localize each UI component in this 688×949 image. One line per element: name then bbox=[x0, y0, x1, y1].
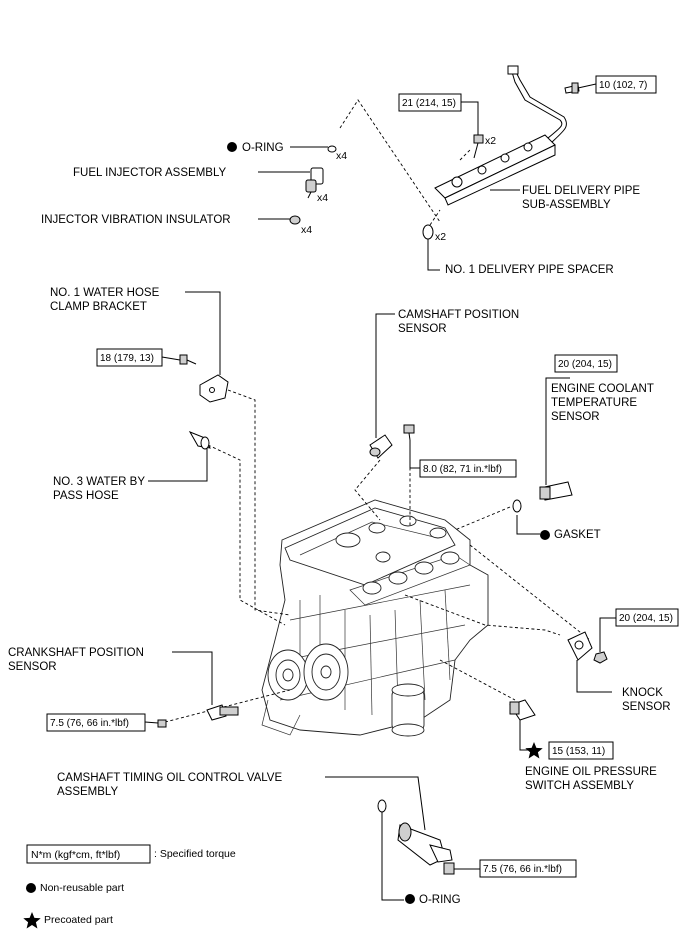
label-fuel-injector: FUEL INJECTOR ASSEMBLY bbox=[73, 167, 226, 179]
torque-7-5-crank: 7.5 (76, 66 in.*lbf) bbox=[50, 718, 129, 729]
torque-21: 21 (214, 15) bbox=[402, 98, 456, 109]
legend-precoated-mark bbox=[23, 912, 41, 929]
torque-10: 10 (102, 7) bbox=[599, 80, 647, 91]
crankshaft-sensor-bolt bbox=[157, 719, 167, 728]
pipe-bolt bbox=[564, 82, 580, 94]
knock-sensor-part bbox=[567, 631, 593, 661]
qty-oring: x4 bbox=[336, 150, 347, 162]
label-water-hose-bracket-1: NO. 1 WATER HOSE bbox=[50, 287, 160, 299]
label-oil-pressure-1: ENGINE OIL PRESSURE bbox=[525, 766, 657, 778]
torque-20-coolant: 20 (204, 15) bbox=[558, 359, 612, 370]
torque-20-knock: 20 (204, 15) bbox=[619, 613, 673, 624]
label-water-bypass-1: NO. 3 WATER BY bbox=[53, 476, 145, 488]
engine-block bbox=[261, 499, 489, 737]
legend-non-reusable: Non-reusable part bbox=[40, 882, 124, 894]
label-fuel-pipe-2: SUB-ASSEMBLY bbox=[522, 199, 611, 211]
coolant-sensor-part bbox=[539, 481, 573, 501]
leader-lines bbox=[144, 83, 616, 901]
water-bypass-hose-part bbox=[188, 431, 211, 450]
label-crankshaft-sensor-1: CRANKSHAFT POSITION bbox=[8, 647, 144, 659]
label-coolant-sensor-1: ENGINE COOLANT bbox=[551, 383, 654, 395]
label-o-ring-bottom: O-RING bbox=[419, 894, 461, 906]
non-reusable-mark-oring-bottom bbox=[405, 894, 415, 904]
label-crankshaft-sensor-2: SENSOR bbox=[8, 661, 57, 673]
label-camshaft-sensor-2: SENSOR bbox=[398, 323, 447, 335]
non-reusable-mark-oring-top bbox=[227, 142, 237, 152]
ocv-bolt bbox=[443, 862, 458, 875]
label-ocv-1: CAMSHAFT TIMING OIL CONTROL VALVE bbox=[57, 772, 282, 784]
qty-bolt: x2 bbox=[485, 135, 496, 147]
label-water-bypass-2: PASS HOSE bbox=[53, 490, 119, 502]
non-reusable-mark-gasket bbox=[540, 530, 550, 540]
fuel-injector-part bbox=[305, 167, 324, 199]
qty-insulator: x4 bbox=[301, 224, 312, 236]
spacer-part bbox=[422, 224, 434, 240]
label-camshaft-sensor-1: CAMSHAFT POSITION bbox=[398, 309, 519, 321]
label-o-ring-top: O-RING bbox=[242, 142, 284, 154]
o-ring-bottom-part bbox=[377, 799, 387, 813]
legend-precoated: Precoated part bbox=[44, 914, 113, 926]
legend-torque-box bbox=[26, 844, 151, 864]
torque-18: 18 (179, 13) bbox=[100, 353, 154, 364]
torque-specs: 10 (102, 7) 21 (214, 15) 18 (179, 13) 20… bbox=[46, 75, 679, 878]
label-knock-sensor-1: KNOCK bbox=[622, 687, 663, 699]
precoated-mark-oil-switch bbox=[525, 742, 543, 759]
label-ocv-2: ASSEMBLY bbox=[57, 786, 118, 798]
assembly-lines bbox=[164, 99, 591, 723]
o-ring-top-part bbox=[327, 145, 337, 153]
fuel-delivery-pipe bbox=[434, 65, 567, 206]
label-fuel-pipe-1: FUEL DELIVERY PIPE bbox=[522, 185, 640, 197]
oil-pressure-switch-part bbox=[509, 699, 536, 721]
pipe-bolts bbox=[473, 134, 484, 159]
camshaft-sensor-bolt bbox=[403, 424, 415, 441]
legend-torque-desc: : Specified torque bbox=[154, 848, 236, 860]
water-hose-bracket-part bbox=[199, 374, 229, 403]
torque-7-5-ocv: 7.5 (76, 66 in.*lbf) bbox=[483, 864, 562, 875]
legend-non-reusable-mark bbox=[26, 883, 36, 893]
bracket-bolt bbox=[179, 354, 197, 365]
label-knock-sensor-2: SENSOR bbox=[622, 701, 671, 713]
torque-15: 15 (153, 11) bbox=[552, 746, 605, 757]
knock-nut bbox=[593, 651, 608, 664]
qty-spacer: x2 bbox=[435, 231, 446, 243]
label-water-hose-bracket-2: CLAMP BRACKET bbox=[50, 301, 147, 313]
label-injector-vibration-insulator: INJECTOR VIBRATION INSULATOR bbox=[41, 214, 231, 226]
legend-torque-units: N*m (kgf*cm, ft*lbf) bbox=[31, 849, 120, 861]
qty-injector: x4 bbox=[317, 192, 328, 204]
gasket-part bbox=[512, 499, 522, 513]
label-delivery-spacer: NO. 1 DELIVERY PIPE SPACER bbox=[445, 264, 614, 276]
legend: N*m (kgf*cm, ft*lbf) : Specified torque … bbox=[23, 844, 236, 929]
label-coolant-sensor-2: TEMPERATURE bbox=[551, 397, 637, 409]
ocv-part bbox=[397, 822, 453, 866]
label-coolant-sensor-3: SENSOR bbox=[551, 411, 600, 423]
torque-8: 8.0 (82, 71 in.*lbf) bbox=[423, 464, 502, 475]
label-gasket: GASKET bbox=[554, 529, 601, 541]
part-labels: O-RING x4 FUEL INJECTOR ASSEMBLY x4 INJE… bbox=[8, 135, 671, 906]
label-oil-pressure-2: SWITCH ASSEMBLY bbox=[525, 780, 634, 792]
insulator-part bbox=[289, 215, 301, 225]
camshaft-sensor-part bbox=[369, 434, 393, 459]
crankshaft-sensor-part bbox=[206, 704, 239, 721]
parts bbox=[157, 65, 608, 875]
